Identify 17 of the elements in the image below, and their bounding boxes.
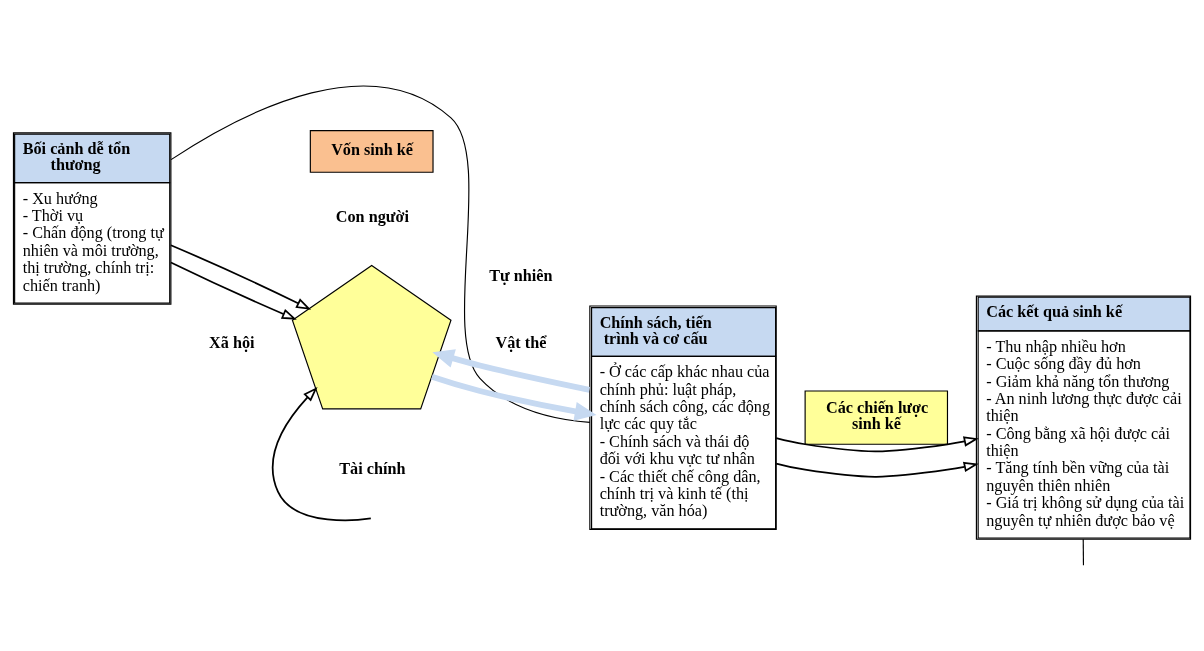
node-label: Tài chính bbox=[339, 459, 406, 478]
arrow bbox=[432, 348, 590, 393]
arrow bbox=[170, 261, 297, 320]
node-box: Các chiến lược sinh kế bbox=[804, 389, 949, 445]
node-label: Tự nhiên bbox=[489, 266, 553, 285]
arrow bbox=[431, 373, 597, 421]
node-label: Xã hội bbox=[209, 333, 255, 352]
arrow bbox=[775, 435, 979, 452]
node-pentagon bbox=[291, 264, 452, 409]
node-box: Vốn sinh kế bbox=[309, 129, 434, 173]
node-label: Vật thể bbox=[495, 333, 547, 352]
connector bbox=[170, 84, 591, 423]
node-label: Con người bbox=[335, 207, 409, 226]
arrow bbox=[170, 243, 312, 310]
connector bbox=[1082, 538, 1085, 566]
arrow bbox=[271, 386, 372, 521]
arrow bbox=[775, 461, 979, 478]
